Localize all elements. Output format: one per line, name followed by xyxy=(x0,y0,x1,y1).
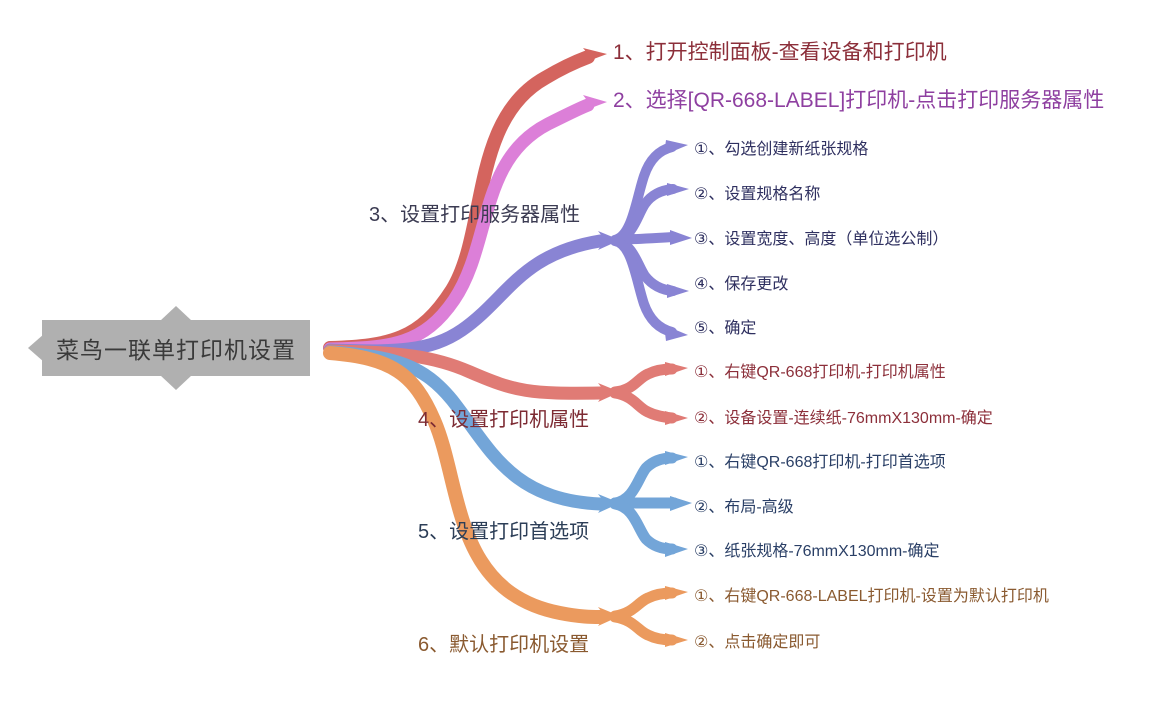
root-node[interactable]: 菜鸟一联单打印机设置 xyxy=(42,320,310,376)
node-branch-4-child-1[interactable]: ①、右键QR-668打印机-打印机属性 xyxy=(694,364,946,381)
node-branch-5-child-2[interactable]: ②、布局-高级 xyxy=(694,499,794,516)
root-node-label: 菜鸟一联单打印机设置 xyxy=(56,337,296,363)
branch-3-tip-3 xyxy=(670,230,692,245)
root-notch-bottom xyxy=(160,375,192,390)
branch-3-sub-5 xyxy=(610,236,677,337)
branch-node-arrow-5 xyxy=(598,494,620,513)
node-branch-3-child-2[interactable]: ②、设置规格名称 xyxy=(694,186,821,203)
node-branch-4-child-2[interactable]: ②、设备设置-连续纸-76mmX130mm-确定 xyxy=(694,410,993,427)
branch-4-sub-1 xyxy=(609,363,678,398)
branch-5-sub-1 xyxy=(609,452,678,509)
branch-arrow-2 xyxy=(583,95,607,111)
node-branch-3-child-1[interactable]: ①、勾选创建新纸张规格 xyxy=(694,141,869,158)
root-notch-left xyxy=(28,334,44,362)
node-branch-5-child-3[interactable]: ③、纸张规格-76mmX130mm-确定 xyxy=(694,543,940,560)
node-branch-6-child-2[interactable]: ②、点击确定即可 xyxy=(694,634,821,651)
node-branch-6-child-1[interactable]: ①、右键QR-668-LABEL打印机-设置为默认打印机 xyxy=(694,588,1049,605)
branch-6-sub-2 xyxy=(609,611,678,646)
node-branch-3-child-4[interactable]: ④、保存更改 xyxy=(694,276,789,293)
node-branch-4[interactable]: 4、设置打印机属性 xyxy=(418,409,590,431)
branch-3-tip-2 xyxy=(667,183,689,196)
branch-6-tip-1 xyxy=(665,586,688,600)
node-branch-2[interactable]: 2、选择[QR-668-LABEL]打印机-点击打印服务器属性 xyxy=(613,89,1105,112)
branch-6-sub-1 xyxy=(609,587,678,622)
branch-6-tip-2 xyxy=(665,633,688,647)
branch-node-arrow-4 xyxy=(598,383,620,402)
node-branch-3[interactable]: 3、设置打印服务器属性 xyxy=(369,204,581,226)
node-branch-6[interactable]: 6、默认打印机设置 xyxy=(418,634,590,656)
node-branch-3-child-5[interactable]: ⑤、确定 xyxy=(694,320,757,337)
node-branch-5-child-1[interactable]: ①、右键QR-668打印机-打印首选项 xyxy=(694,454,946,471)
branch-path-1 xyxy=(323,50,595,355)
branch-3-tip-5 xyxy=(664,325,688,341)
branch-path-6 xyxy=(323,346,607,624)
branch-4-sub-2 xyxy=(609,387,678,424)
branch-3-tip-1 xyxy=(664,140,688,155)
branch-node-arrow-3 xyxy=(598,231,620,250)
branch-path-2 xyxy=(323,98,595,356)
root-notch-top xyxy=(160,306,192,321)
branch-5-tip-2 xyxy=(670,496,692,511)
branch-5-sub-3 xyxy=(609,498,678,555)
branch-3-sub-2 xyxy=(610,184,678,245)
branch-4-tip-2 xyxy=(665,411,688,425)
branch-5-tip-1 xyxy=(665,451,688,465)
branch-arrow-1 xyxy=(583,48,607,63)
branch-5-tip-3 xyxy=(665,542,688,557)
node-branch-3-child-3[interactable]: ③、设置宽度、高度（单位选公制） xyxy=(694,231,949,248)
branch-node-arrow-6 xyxy=(598,607,620,626)
branch-4-tip-1 xyxy=(665,362,688,376)
node-branch-1[interactable]: 1、打开控制面板-查看设备和打印机 xyxy=(613,41,947,64)
node-branch-5[interactable]: 5、设置打印首选项 xyxy=(418,521,590,543)
branch-3-tip-4 xyxy=(667,284,689,298)
